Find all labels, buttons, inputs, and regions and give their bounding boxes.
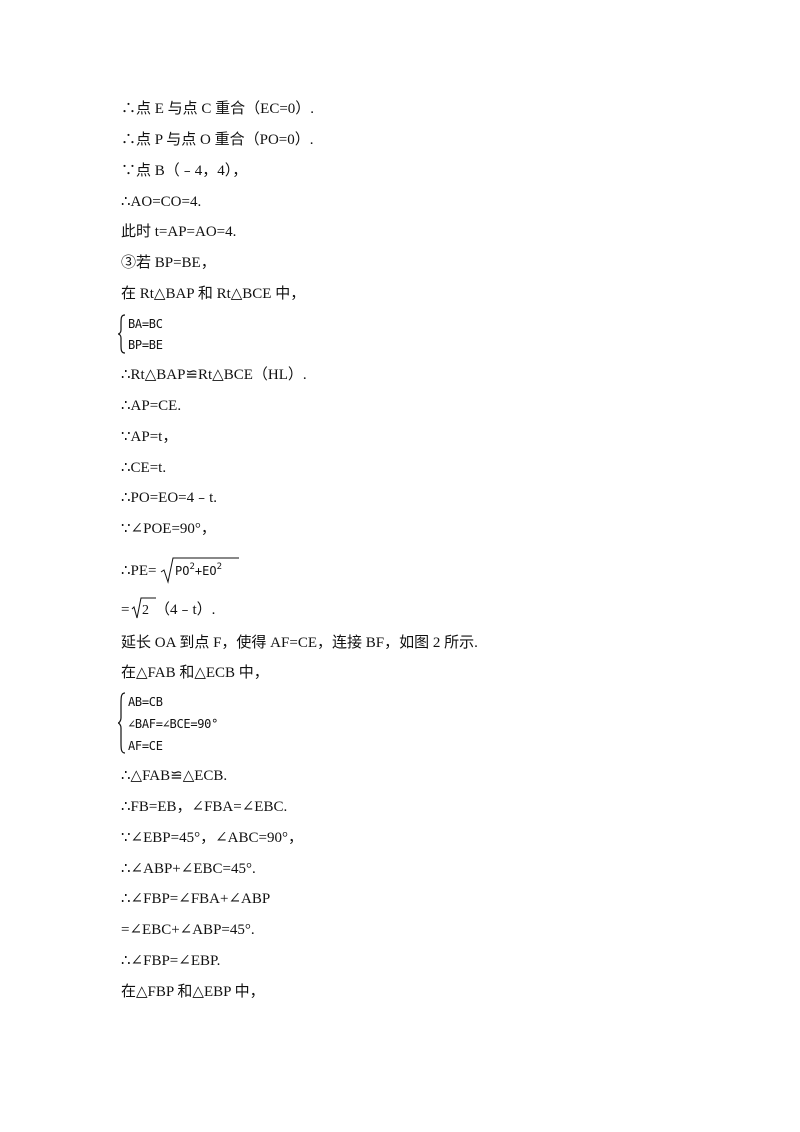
proof-line: ∴点 E 与点 C 重合（EC=0）.: [121, 101, 315, 117]
proof-line: ∴FB=EB，∠FBA=∠EBC.: [121, 799, 288, 815]
proof-line: 在△FAB 和△ECB 中，: [121, 665, 269, 681]
proof-line: 在 Rt△BAP 和 Rt△BCE 中，: [121, 286, 306, 302]
proof-line: ∴△FAB≌△ECB.: [121, 768, 228, 784]
radical-sign-icon: [160, 557, 239, 584]
equation-system-row: AB=CB: [128, 695, 163, 709]
proof-line: =: [121, 602, 130, 618]
proof-line: ③若 BP=BE，: [121, 255, 216, 271]
proof-line: ∵∠EBP=45°，∠ABC=90°，: [121, 830, 303, 846]
radicand: PO2+EO2: [175, 562, 222, 579]
brace-icon: [117, 692, 126, 754]
equation-system-row: ∠BAF=∠BCE=90°: [128, 717, 219, 731]
proof-line: ∴∠ABP+∠EBC=45°.: [121, 861, 256, 877]
equation-system-row: BP=BE: [128, 338, 163, 352]
proof-line: ∴AO=CO=4.: [121, 194, 202, 210]
proof-line: 延长 OA 到点 F，使得 AF=CE，连接 BF，如图 2 所示.: [121, 635, 478, 651]
proof-line: ∴∠FBP=∠FBA+∠ABP: [121, 891, 271, 907]
proof-line: ∴PO=EO=4﹣t.: [121, 490, 218, 506]
proof-line: ∴AP=CE.: [121, 398, 182, 414]
proof-line: 此时 t=AP=AO=4.: [121, 224, 237, 240]
proof-line: ∵点 B（﹣4，4），: [121, 163, 248, 179]
proof-line: （4﹣t）.: [155, 602, 216, 618]
proof-line: ∵AP=t，: [121, 429, 178, 445]
equation-system-row: BA=BC: [128, 317, 163, 331]
brace-icon: [117, 314, 126, 354]
proof-line: ∴∠FBP=∠EBP.: [121, 953, 221, 969]
equation-system-row: AF=CE: [128, 739, 163, 753]
proof-line: ∴CE=t.: [121, 460, 167, 476]
proof-line: 在△FBP 和△EBP 中，: [121, 984, 265, 1000]
radicand: 2: [142, 603, 149, 618]
proof-line: ∴点 P 与点 O 重合（PO=0）.: [121, 132, 314, 148]
proof-line: ∵∠POE=90°，: [121, 521, 216, 537]
radical-sign-icon: [131, 597, 156, 619]
proof-line: ∴PE=: [121, 563, 157, 579]
proof-line: =∠EBC+∠ABP=45°.: [121, 922, 255, 938]
proof-line: ∴Rt△BAP≌Rt△BCE（HL）.: [121, 367, 307, 383]
